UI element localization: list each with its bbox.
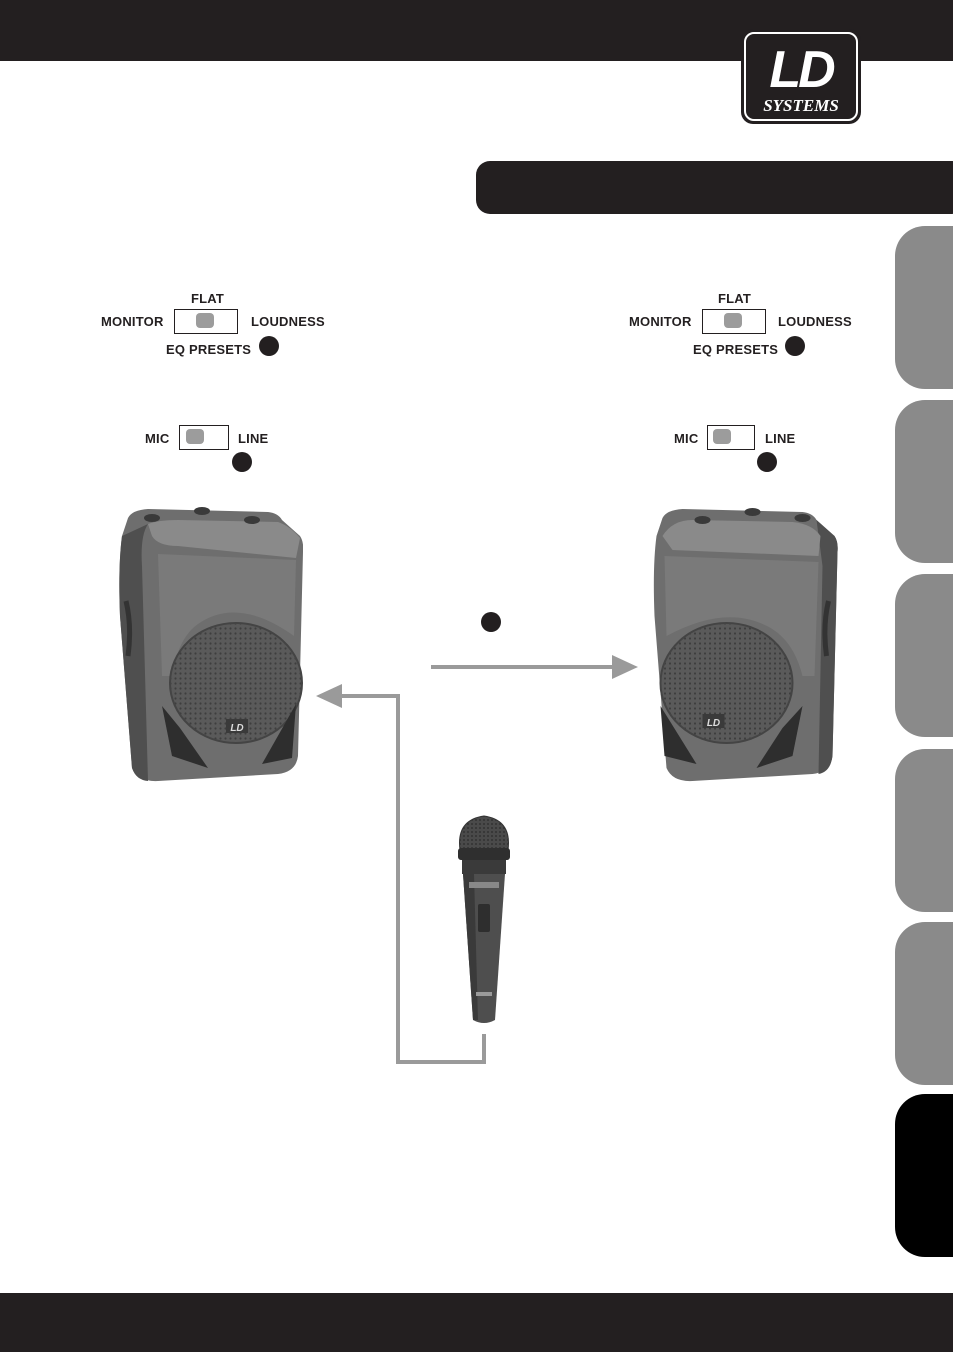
right-eq-flat-label: FLAT bbox=[718, 291, 752, 306]
left-mic-label: MIC bbox=[145, 431, 170, 446]
right-eq-presets-caption: EQ PRESETS bbox=[693, 342, 779, 357]
right-input-switch-knob bbox=[713, 429, 731, 444]
right-mic-label: MIC bbox=[674, 431, 699, 446]
right-line-label: LINE bbox=[765, 431, 796, 446]
side-tab-2[interactable] bbox=[895, 400, 953, 563]
left-line-label: LINE bbox=[238, 431, 269, 446]
left-eq-monitor-label: MONITOR bbox=[101, 314, 164, 329]
side-tab-1[interactable] bbox=[895, 226, 953, 389]
left-eq-callout-dot bbox=[259, 336, 279, 356]
right-input-switch[interactable] bbox=[707, 425, 755, 450]
right-eq-loudness-label: LOUDNESS bbox=[778, 314, 852, 329]
side-tab-5[interactable] bbox=[895, 922, 953, 1085]
logo-sub-text: SYSTEMS bbox=[763, 96, 839, 115]
left-input-switch-knob bbox=[186, 429, 204, 444]
microphone bbox=[458, 815, 510, 1023]
left-input-switch[interactable] bbox=[179, 425, 229, 450]
left-speaker: LD bbox=[119, 507, 303, 782]
ld-systems-logo: LD SYSTEMS bbox=[741, 29, 861, 124]
right-eq-monitor-label: MONITOR bbox=[629, 314, 692, 329]
section-header-bar bbox=[476, 161, 953, 214]
side-tab-6-active[interactable] bbox=[895, 1094, 953, 1257]
right-eq-switch-knob bbox=[724, 313, 742, 328]
right-eq-switch[interactable] bbox=[702, 309, 766, 334]
right-input-callout-dot bbox=[757, 452, 777, 472]
left-eq-loudness-label: LOUDNESS bbox=[251, 314, 325, 329]
mic-cable-arrowhead bbox=[316, 684, 342, 708]
left-eq-switch[interactable] bbox=[174, 309, 238, 334]
side-tab-3[interactable] bbox=[895, 574, 953, 737]
right-eq-callout-dot bbox=[785, 336, 805, 356]
left-speaker-badge: LD bbox=[230, 723, 243, 734]
left-eq-switch-knob bbox=[196, 313, 214, 328]
bottom-bar bbox=[0, 1293, 953, 1352]
logo-main-text: LD bbox=[769, 41, 835, 99]
left-input-callout-dot bbox=[232, 452, 252, 472]
link-arrowhead bbox=[612, 655, 638, 679]
right-speaker: LD bbox=[653, 508, 838, 782]
side-tab-4[interactable] bbox=[895, 749, 953, 912]
left-eq-flat-label: FLAT bbox=[191, 291, 225, 306]
left-eq-presets-caption: EQ PRESETS bbox=[166, 342, 252, 357]
link-callout-dot bbox=[481, 612, 501, 632]
right-speaker-badge: LD bbox=[707, 718, 720, 729]
